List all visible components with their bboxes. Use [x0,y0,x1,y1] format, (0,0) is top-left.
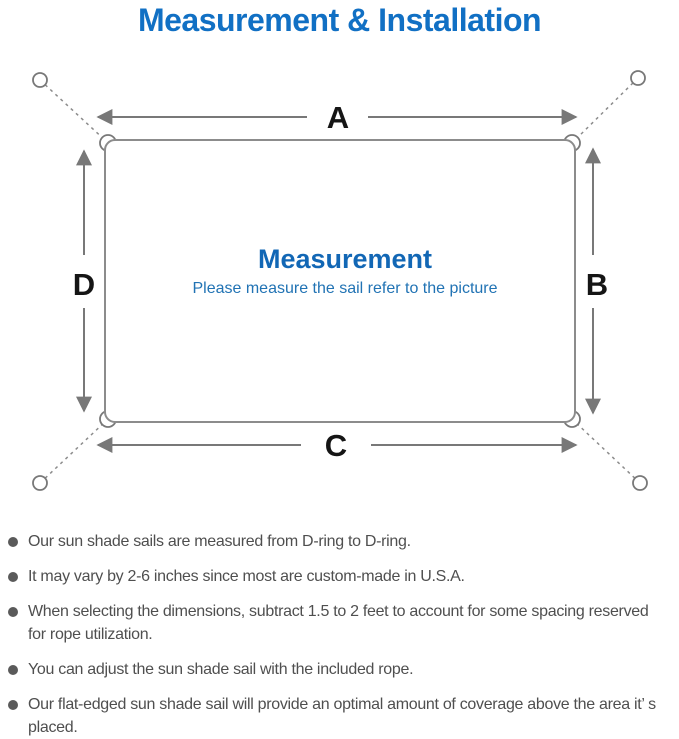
diagram-center-subtitle: Please measure the sail refer to the pic… [192,280,497,297]
dimension-label-d: D [73,267,95,302]
tether-line-bottom-right [572,419,641,484]
sail-diagram-svg: A B C D Measurement Please measure the s… [32,70,648,491]
bullet-icon [8,572,18,582]
bullet-icon [8,537,18,547]
page-title: Measurement & Installation [137,2,542,38]
note-text: When selecting the dimensions, subtract … [28,603,649,643]
bullet-icon [8,700,18,710]
dimension-label-c: C [325,428,347,463]
note-text: You can adjust the sun shade sail with t… [28,661,414,678]
sail-outline [104,139,576,423]
bullet-icon [8,607,18,617]
bullet-icon [8,665,18,675]
list-item: Our flat-edged sun shade sail will provi… [0,693,679,739]
note-text: Our sun shade sails are measured from D-… [28,533,411,550]
tether-line-bottom-left [39,419,108,484]
tether-line-top-left [39,79,108,143]
list-item: Our sun shade sails are measured from D-… [0,530,679,553]
measurement-diagram: A B C D Measurement Please measure the s… [0,55,679,515]
tether-line-top-right [572,77,639,143]
dimension-label-b: B [586,267,608,302]
list-item: When selecting the dimensions, subtract … [0,600,679,646]
dimension-label-a: A [327,100,349,135]
note-text: Our flat-edged sun shade sail will provi… [28,696,656,736]
diagram-center-title: Measurement [258,244,432,274]
list-item: You can adjust the sun shade sail with t… [0,658,679,681]
anchor-ring-icon-top-left [32,72,48,88]
list-item: It may vary by 2-6 inches since most are… [0,565,679,588]
notes-list: Our sun shade sails are measured from D-… [0,530,679,739]
anchor-ring-icon-bottom-right [632,475,648,491]
anchor-ring-icon-bottom-left [32,475,48,491]
note-text: It may vary by 2-6 inches since most are… [28,568,465,585]
anchor-ring-icon-top-right [630,70,646,86]
